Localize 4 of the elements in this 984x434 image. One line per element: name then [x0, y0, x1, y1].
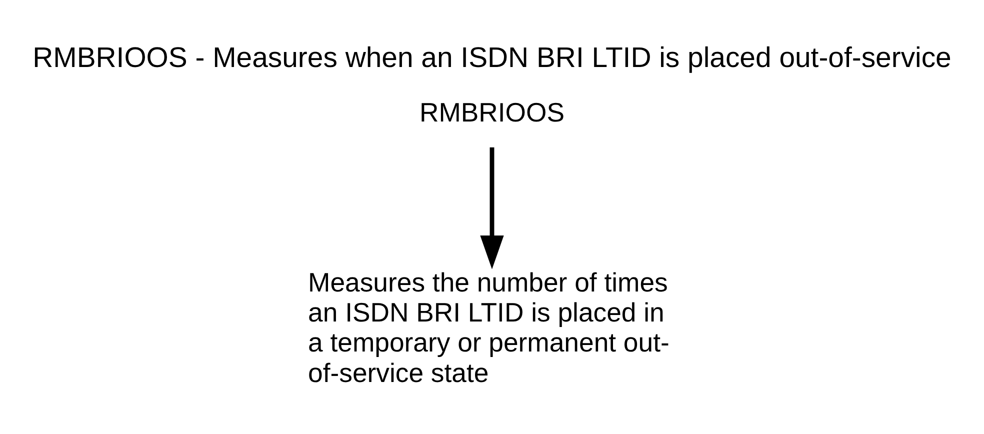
node-text: Measures the number of times an ISDN BRI LTID is placed in a temporary or permanent out-of-service state — [308, 266, 670, 388]
node-text: RMBRIOOS — [419, 97, 565, 128]
arrow — [480, 146, 504, 269]
diagram-title: RMBRIOOS - Measures when an ISDN BRI LTID is placed out-of-service — [32, 41, 952, 74]
